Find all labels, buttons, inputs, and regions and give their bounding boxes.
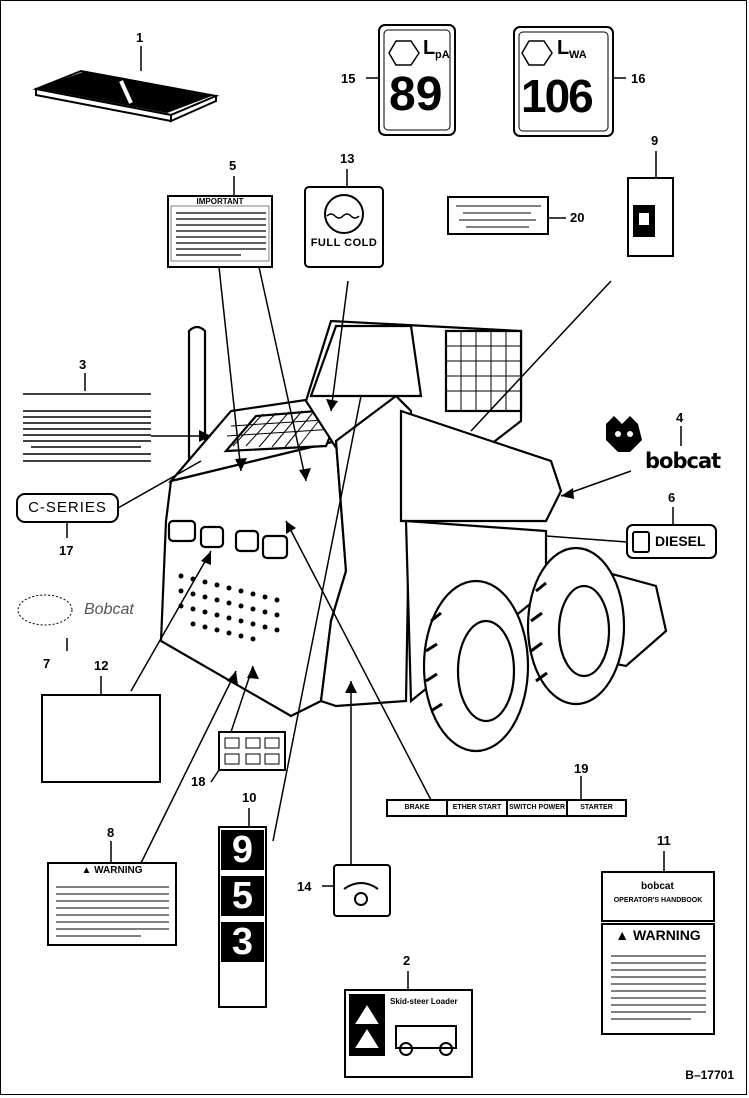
callout-10: 10 (242, 790, 257, 805)
warning-11-text: WARNING (633, 927, 701, 943)
strip-ether-start: ETHER START (452, 804, 502, 811)
bobcat-logo-text: bobcat (645, 449, 721, 473)
important-title: IMPORTANT (196, 197, 244, 206)
callout-20: 20 (570, 210, 585, 225)
model-digits: 9 5 3 (221, 830, 264, 962)
callout-19: 19 (574, 761, 589, 776)
callout-2: 2 (403, 953, 411, 968)
full-cold-text: FULL COLD (310, 237, 378, 249)
digit-9: 9 (221, 830, 264, 870)
strip-starter: STARTER (580, 804, 613, 811)
c-series-text: C-SERIES (28, 499, 107, 516)
label-9-decal (627, 177, 674, 257)
label-15-plate (378, 24, 456, 136)
leader-lines (66, 46, 682, 990)
label-3-patents (23, 393, 151, 462)
warning-11-title: ▲ WARNING (615, 927, 701, 943)
handbook-brand: bobcat (641, 881, 674, 892)
callout-4: 4 (676, 410, 684, 425)
callout-11: 11 (657, 833, 671, 848)
callout-8: 8 (107, 825, 115, 840)
callout-1: 1 (136, 30, 144, 45)
lpa-symbol: L (423, 37, 436, 59)
digit-3: 3 (221, 922, 264, 962)
label-16-plate (513, 26, 614, 137)
lpa-value: 89 (389, 68, 443, 121)
callout-5: 5 (229, 158, 237, 173)
warning-8-text: WARNING (94, 865, 143, 876)
label-18-panel (218, 731, 286, 771)
label-8-warning (47, 862, 177, 946)
strip-switch-power: SWITCH POWER (509, 804, 565, 811)
callout-16: 16 (631, 71, 646, 86)
label-1-decal (32, 69, 220, 123)
label-10-model-number (218, 826, 267, 1008)
skid-steer-loader (159, 319, 668, 753)
label-20-decal (447, 196, 549, 235)
skid-steer-title: Skid-steer Loader (390, 997, 458, 1006)
lpa-subscript: pA (435, 49, 450, 61)
reference-number: B–17701 (685, 1068, 734, 1082)
label-12-blank (41, 694, 161, 783)
digit-5: 5 (221, 876, 264, 916)
lwa-value: 106 (521, 70, 594, 122)
label-5-important (167, 195, 273, 268)
callout-7: 7 (43, 656, 51, 671)
label-7-brand: Bobcat (84, 601, 134, 618)
callout-13: 13 (340, 151, 355, 166)
diesel-text: DIESEL (655, 533, 706, 549)
callout-9: 9 (651, 133, 659, 148)
ir-logo-icon (16, 593, 74, 627)
callout-18: 18 (191, 774, 206, 789)
bobcat-head-icon (604, 414, 644, 454)
callout-17: 17 (59, 543, 74, 558)
label-13-full-cold (304, 186, 384, 268)
callout-15: 15 (341, 71, 356, 86)
lwa-symbol: L (557, 37, 570, 59)
callout-3: 3 (79, 357, 87, 372)
callout-14: 14 (297, 879, 312, 894)
rear-grille (178, 573, 280, 642)
warning-8-title: ▲ WARNING (81, 865, 143, 876)
label-11-warning (601, 923, 715, 1035)
callout-6: 6 (668, 490, 676, 505)
label-14-decal (333, 864, 391, 917)
handbook-title: OPERATOR'S HANDBOOK (613, 897, 703, 904)
callout-12: 12 (94, 658, 109, 673)
lwa-subscript: WA (569, 49, 587, 61)
strip-brake: BRAKE (404, 804, 430, 811)
label-11-handbook (601, 871, 715, 922)
